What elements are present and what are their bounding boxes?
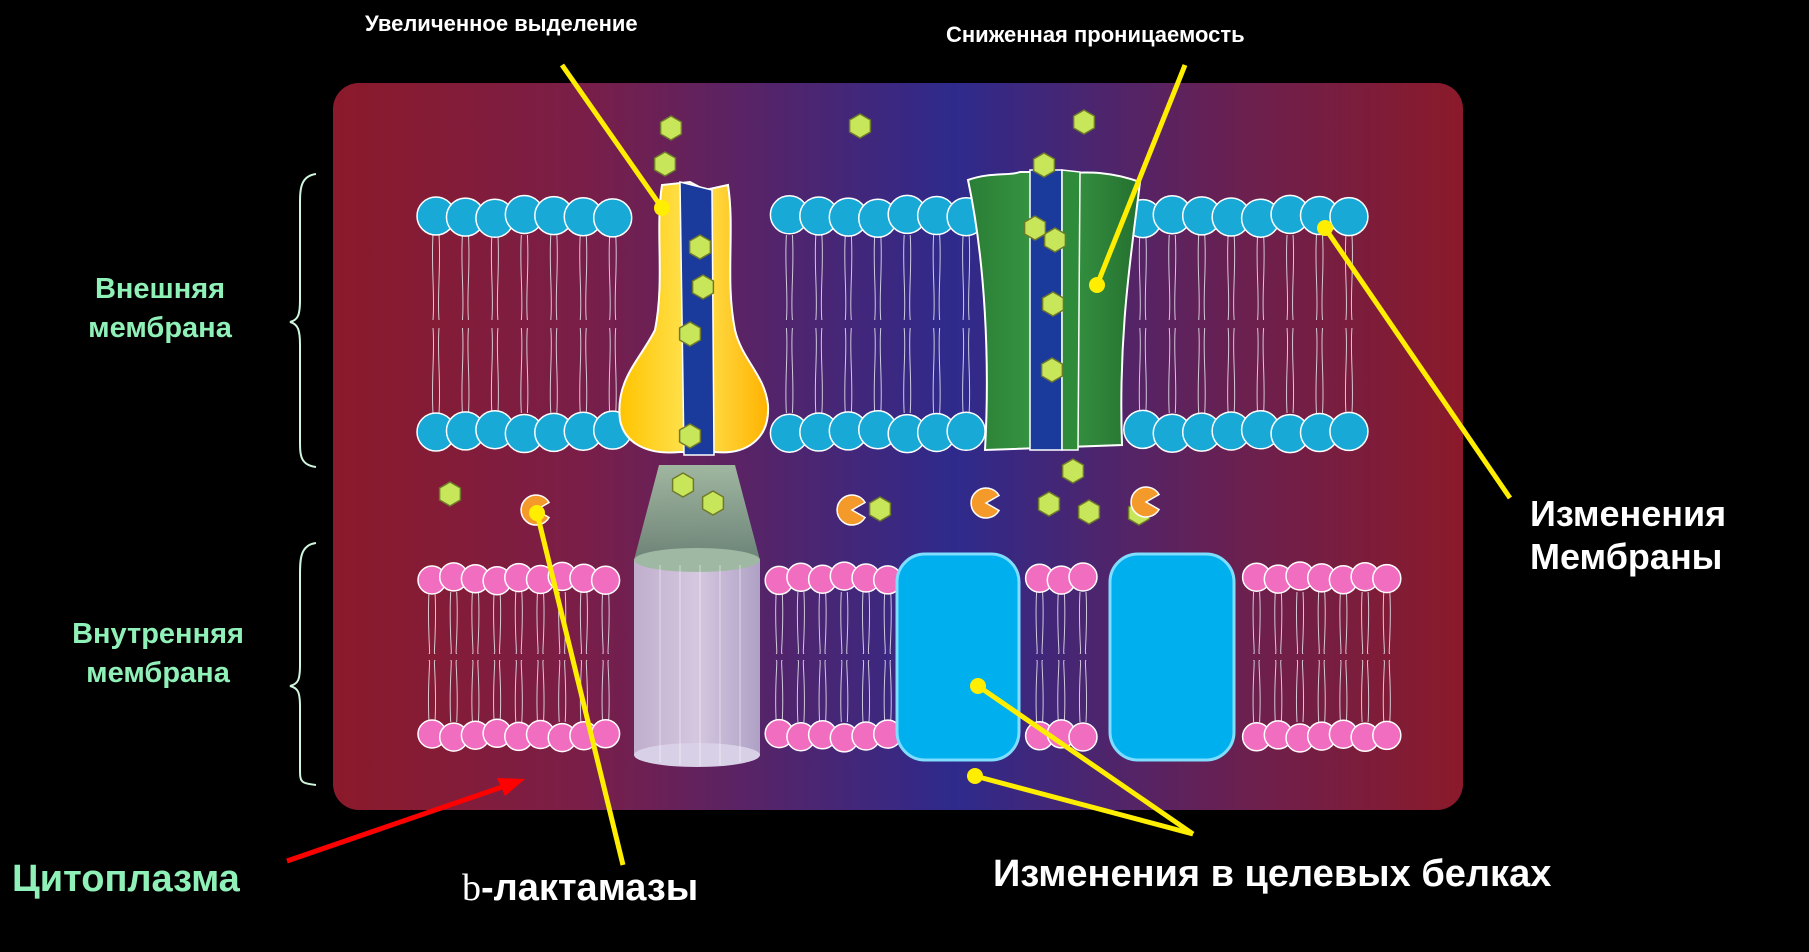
hexagon-molecule-icon <box>1074 110 1095 134</box>
hexagon-molecule-icon <box>1034 153 1055 177</box>
inner-membrane-brace <box>290 543 316 785</box>
hexagon-molecule-icon <box>680 322 701 346</box>
hexagon-molecule-icon <box>693 275 714 299</box>
outer-membrane-label: Внешняя мембрана <box>55 270 265 348</box>
phospholipid-head <box>1330 412 1368 450</box>
phospholipid-head <box>592 566 620 594</box>
hexagon-molecule-icon <box>1043 292 1064 316</box>
hexagon-molecule-icon <box>1025 216 1046 240</box>
hexagon-molecule-icon <box>850 114 871 138</box>
hexagon-molecule-icon <box>1063 459 1084 483</box>
phospholipid-head <box>1330 198 1368 236</box>
hexagon-molecule-icon <box>870 497 891 521</box>
membrane-changes-label: Изменения Мембраны <box>1530 492 1790 578</box>
hexagon-molecule-icon <box>655 152 676 176</box>
hexagon-molecule-icon <box>703 491 724 515</box>
outer-membrane-brace <box>290 174 316 467</box>
hexagon-molecule-icon <box>1039 492 1060 516</box>
target-protein-2 <box>1110 554 1234 760</box>
hexagon-molecule-icon <box>1045 228 1066 252</box>
reduced-permeability-label: Сниженная проницаемость <box>946 22 1245 48</box>
hexagon-molecule-icon <box>661 116 682 140</box>
hexagon-molecule-icon <box>690 235 711 259</box>
target-protein-1 <box>897 554 1019 760</box>
phospholipid-head <box>947 412 985 450</box>
cytoplasm-label: Цитоплазма <box>12 858 240 901</box>
hexagon-molecule-icon <box>1042 358 1063 382</box>
phospholipid-head <box>1069 723 1097 751</box>
hexagon-molecule-icon <box>680 424 701 448</box>
hexagon-molecule-icon <box>1079 500 1100 524</box>
inner-membrane-label: Внутренняя мембрана <box>38 615 278 693</box>
beta-lactamases-label: b-лактамазы <box>462 866 698 912</box>
phospholipid-head <box>1373 565 1401 593</box>
phospholipid-head <box>1373 721 1401 749</box>
increased-efflux-label: Увеличенное выделение <box>365 11 638 37</box>
efflux-pump-inner-cylinder <box>634 465 760 767</box>
hexagon-molecule-icon <box>440 482 461 506</box>
phospholipid-head <box>1069 563 1097 591</box>
beta-symbol: b <box>462 867 481 909</box>
hexagon-molecule-icon <box>673 473 694 497</box>
beta-lactamases-text: -лактамазы <box>481 867 698 909</box>
target-changes-label: Изменения в целевых белках <box>993 852 1553 898</box>
phospholipid-head <box>594 199 632 237</box>
